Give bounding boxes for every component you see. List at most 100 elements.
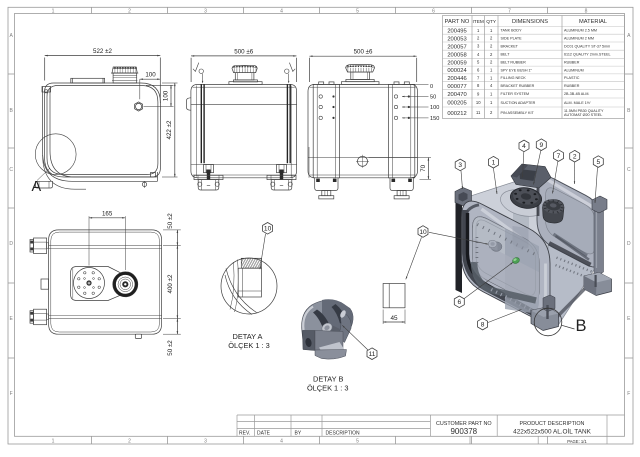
svg-text:5: 5 bbox=[356, 8, 359, 14]
svg-text:BRACKET: BRACKET bbox=[501, 44, 519, 48]
svg-text:PRODUCT DESCRIPTION: PRODUCT DESCRIPTION bbox=[520, 421, 585, 427]
svg-text:PLASTIC: PLASTIC bbox=[564, 76, 580, 80]
svg-text:ÖLÇEK 1 : 3: ÖLÇEK 1 : 3 bbox=[307, 384, 349, 393]
svg-text:150: 150 bbox=[430, 116, 439, 122]
svg-text:165: 165 bbox=[102, 210, 113, 217]
svg-text:PAGE: 1/1: PAGE: 1/1 bbox=[567, 439, 587, 444]
svg-text:50 ±2: 50 ±2 bbox=[167, 340, 174, 356]
svg-text:500 ±6: 500 ±6 bbox=[234, 48, 253, 55]
svg-text:200058: 200058 bbox=[447, 53, 466, 59]
svg-text:2: 2 bbox=[128, 439, 131, 445]
svg-text:RUBBER: RUBBER bbox=[564, 61, 580, 65]
svg-text:BELT: BELT bbox=[501, 53, 511, 57]
svg-text:BELT RUBBER: BELT RUBBER bbox=[501, 61, 527, 65]
svg-text:4: 4 bbox=[280, 439, 283, 445]
svg-text:FILLING NECK: FILLING NECK bbox=[501, 76, 527, 80]
svg-text:PART NO: PART NO bbox=[445, 19, 470, 25]
svg-text:DETAY B: DETAY B bbox=[313, 375, 343, 384]
svg-text:6112 QUALITY 2mm.STEEL: 6112 QUALITY 2mm.STEEL bbox=[564, 53, 611, 57]
svg-text:4: 4 bbox=[522, 143, 526, 150]
svg-text:MATERIAL: MATERIAL bbox=[579, 19, 607, 25]
svg-text:7: 7 bbox=[508, 8, 511, 14]
svg-text:5: 5 bbox=[356, 439, 359, 445]
svg-text:50 ±2: 50 ±2 bbox=[167, 213, 174, 229]
svg-text:9: 9 bbox=[539, 142, 543, 149]
svg-text:7: 7 bbox=[557, 153, 561, 160]
svg-text:TANK BODY: TANK BODY bbox=[501, 29, 523, 33]
svg-text:200495: 200495 bbox=[447, 29, 466, 35]
svg-text:ALUMINUM 2.5 MM: ALUMINUM 2.5 MM bbox=[564, 29, 597, 33]
svg-text:ALM. MALE 1½′: ALM. MALE 1½′ bbox=[564, 101, 591, 105]
svg-text:2B-3B-4B ALM.: 2B-3B-4B ALM. bbox=[564, 92, 589, 96]
svg-text:6: 6 bbox=[457, 299, 461, 306]
svg-text:SUCTION ADAPTER: SUCTION ADAPTER bbox=[501, 101, 536, 105]
svg-text:400 ±2: 400 ±2 bbox=[167, 274, 174, 293]
svg-text:522 ±2: 522 ±2 bbox=[93, 48, 112, 55]
svg-text:200053: 200053 bbox=[447, 36, 466, 42]
svg-text:CUSTOMER PART NO: CUSTOMER PART NO bbox=[436, 421, 492, 427]
svg-text:1: 1 bbox=[492, 160, 496, 167]
svg-text:45: 45 bbox=[390, 315, 398, 322]
svg-text:000205: 000205 bbox=[447, 101, 466, 107]
svg-text:3: 3 bbox=[204, 8, 207, 14]
svg-text:DATE: DATE bbox=[257, 430, 271, 436]
svg-text:DIMENSIONS: DIMENSIONS bbox=[512, 19, 548, 25]
svg-text:B: B bbox=[576, 317, 587, 335]
svg-text:PIN ASSEMBLY KIT: PIN ASSEMBLY KIT bbox=[501, 111, 535, 115]
svg-text:4: 4 bbox=[280, 8, 283, 14]
svg-text:1: 1 bbox=[52, 439, 55, 445]
svg-text:3: 3 bbox=[458, 162, 462, 169]
svg-text:8: 8 bbox=[585, 8, 588, 14]
svg-text:FILTER SYSTEM: FILTER SYSTEM bbox=[501, 92, 530, 96]
svg-text:200059: 200059 bbox=[447, 60, 466, 66]
svg-text:DC01 QUALITY ST-37 5mm: DC01 QUALITY ST-37 5mm bbox=[564, 44, 610, 48]
svg-text:ALUMINUM: ALUMINUM bbox=[564, 68, 584, 72]
svg-text:70: 70 bbox=[420, 164, 427, 171]
svg-text:000077: 000077 bbox=[447, 84, 466, 90]
svg-text:11: 11 bbox=[369, 351, 376, 358]
svg-text:2: 2 bbox=[573, 154, 577, 161]
svg-text:500 ±6: 500 ±6 bbox=[354, 49, 373, 56]
svg-text:100: 100 bbox=[162, 90, 169, 101]
svg-text:F: F bbox=[10, 391, 13, 397]
svg-text:11: 11 bbox=[476, 110, 481, 115]
svg-text:900378: 900378 bbox=[450, 427, 477, 436]
svg-text:REV.: REV. bbox=[239, 430, 250, 436]
svg-text:D: D bbox=[627, 241, 631, 247]
svg-text:5: 5 bbox=[596, 159, 600, 166]
svg-text:BRACKET RUBBER: BRACKET RUBBER bbox=[501, 84, 535, 88]
svg-text:1: 1 bbox=[52, 8, 55, 14]
svg-text:10: 10 bbox=[419, 229, 427, 236]
svg-text:10: 10 bbox=[476, 100, 481, 105]
svg-text:D: D bbox=[9, 241, 13, 247]
svg-text:3: 3 bbox=[204, 439, 207, 445]
svg-text:F: F bbox=[627, 391, 630, 397]
svg-text:6: 6 bbox=[432, 8, 435, 14]
svg-text:ITEM: ITEM bbox=[472, 19, 483, 25]
svg-text:000212: 000212 bbox=[447, 111, 466, 117]
svg-text:BY: BY bbox=[295, 430, 302, 436]
svg-text:0: 0 bbox=[430, 84, 433, 90]
svg-text:422x522x500 AL.OİL TANK: 422x522x500 AL.OİL TANK bbox=[513, 427, 591, 436]
svg-text:SPY EYE BUSH 1″: SPY EYE BUSH 1″ bbox=[501, 68, 533, 72]
svg-text:QTY: QTY bbox=[486, 19, 497, 25]
svg-text:000024: 000024 bbox=[447, 68, 467, 74]
svg-text:100: 100 bbox=[145, 72, 156, 79]
svg-text:ALUMINUM 2 MM: ALUMINUM 2 MM bbox=[564, 36, 594, 40]
svg-text:RUBBER: RUBBER bbox=[564, 84, 580, 88]
svg-text:DETAY A: DETAY A bbox=[233, 332, 263, 341]
svg-text:A: A bbox=[32, 179, 42, 195]
svg-text:200057: 200057 bbox=[447, 44, 466, 50]
svg-text:422 ±2: 422 ±2 bbox=[166, 120, 173, 139]
svg-text:ÖLÇEK 1 : 3: ÖLÇEK 1 : 3 bbox=[228, 341, 270, 350]
svg-text:200470: 200470 bbox=[447, 92, 466, 98]
svg-text:100: 100 bbox=[430, 105, 439, 111]
svg-text:2: 2 bbox=[128, 8, 131, 14]
svg-text:SIDE PLATE: SIDE PLATE bbox=[501, 36, 523, 40]
svg-text:200446: 200446 bbox=[447, 76, 466, 82]
svg-text:50: 50 bbox=[430, 95, 436, 101]
svg-text:AUTOMAT Ø20 STEEL: AUTOMAT Ø20 STEEL bbox=[564, 113, 602, 117]
svg-text:8: 8 bbox=[481, 321, 485, 328]
svg-text:10: 10 bbox=[264, 226, 272, 233]
svg-text:C: C bbox=[9, 167, 13, 173]
